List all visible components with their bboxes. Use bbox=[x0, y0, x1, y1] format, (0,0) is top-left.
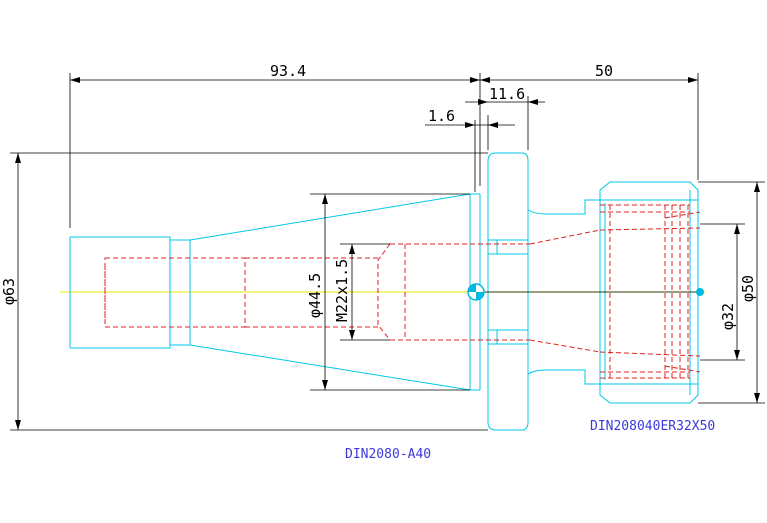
dim-flange-width: 11.6 bbox=[489, 85, 525, 103]
dim-flange-offset: 1.6 bbox=[428, 107, 455, 125]
dim-overall-left: 93.4 bbox=[270, 62, 306, 80]
dimension-lines bbox=[10, 73, 765, 431]
holder-outline bbox=[69, 152, 699, 431]
holder-standard-label: DIN2080-A40 bbox=[345, 447, 431, 462]
dim-nut-diameter: φ50 bbox=[739, 275, 757, 302]
dim-overall-right: 50 bbox=[595, 62, 613, 80]
end-center-marker bbox=[696, 288, 704, 296]
dim-thread: M22x1.5 bbox=[333, 259, 351, 322]
center-marker bbox=[467, 283, 485, 301]
dim-outer-diameter: φ63 bbox=[0, 278, 18, 305]
hidden-lines bbox=[104, 204, 701, 379]
dim-bore-diameter: φ32 bbox=[719, 303, 737, 330]
arrowheads bbox=[15, 77, 760, 430]
dim-taper-diameter: φ44.5 bbox=[306, 273, 324, 318]
collet-chuck-standard-label: DIN208040ER32X50 bbox=[590, 419, 715, 434]
